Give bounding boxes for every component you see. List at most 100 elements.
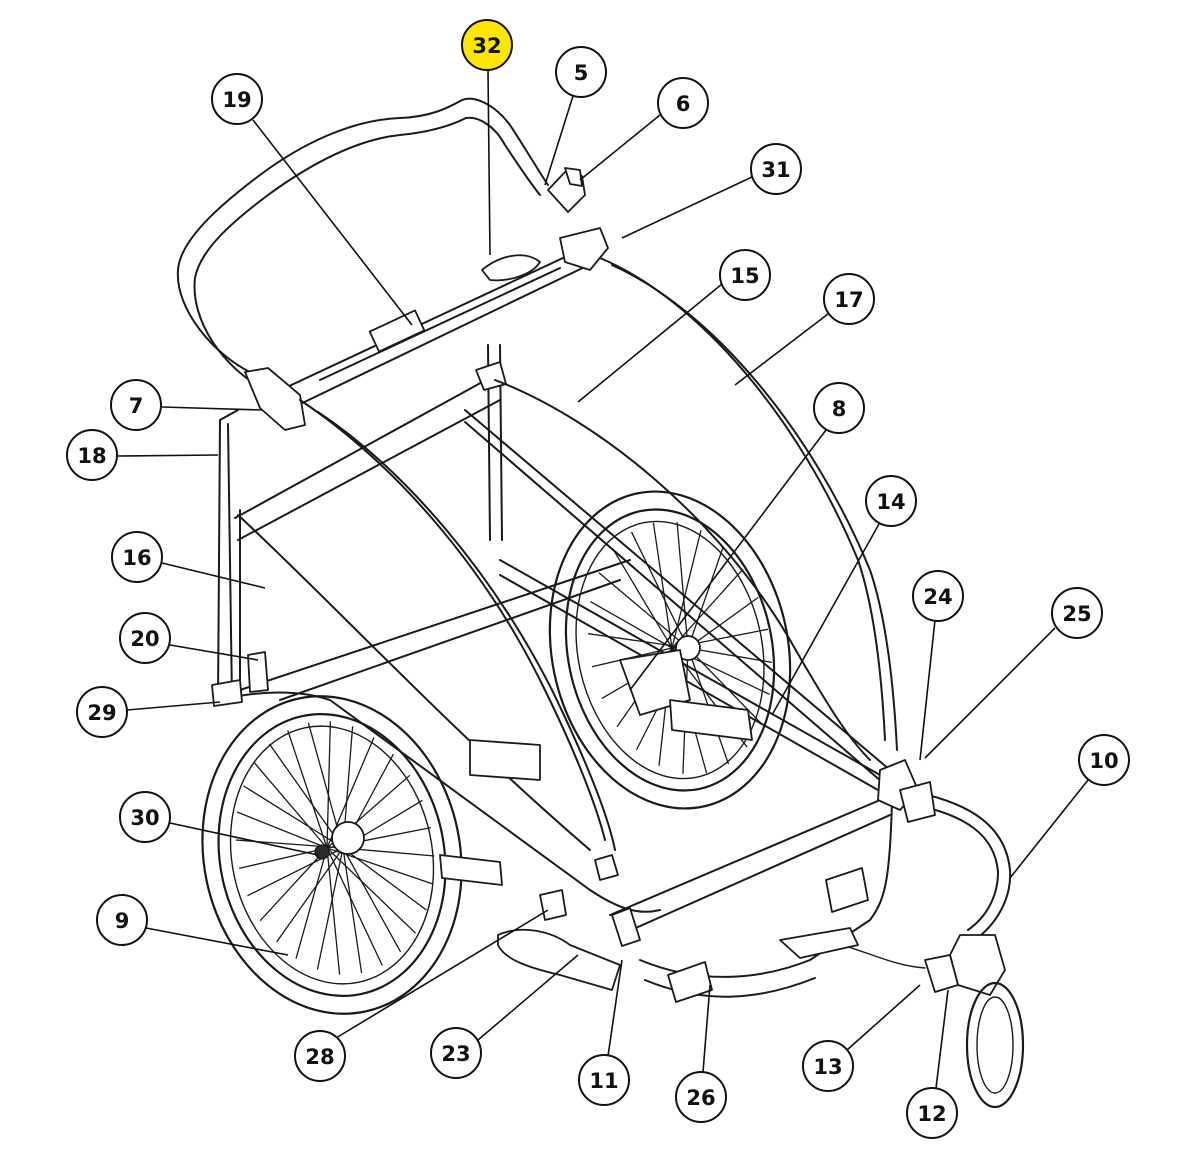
leader-line [935, 989, 949, 1089]
callout-number: 13 [813, 1055, 842, 1079]
leader-line [607, 959, 623, 1057]
callout-number: 28 [305, 1045, 334, 1069]
callout-number: 12 [917, 1102, 946, 1126]
callout-number: 19 [222, 88, 251, 112]
wheel-spoke [287, 730, 328, 849]
callout-circle [675, 1071, 727, 1123]
callout-circle [111, 531, 163, 583]
callout-circle [1051, 587, 1103, 639]
callout-number: 26 [686, 1086, 715, 1110]
callout-number: 8 [832, 397, 847, 421]
callout-circle [76, 686, 128, 738]
leader-line [846, 984, 921, 1051]
callout-24: 24 [912, 570, 964, 761]
leader-line [577, 283, 723, 403]
wheel-spoke [598, 572, 689, 649]
leader-line [734, 313, 829, 386]
callout-number: 31 [761, 158, 790, 182]
leader-line [169, 822, 319, 856]
wheel-spoke [276, 847, 344, 943]
callout-number: 30 [130, 806, 159, 830]
callout-11: 11 [578, 959, 630, 1106]
callout-circle [823, 273, 875, 325]
wheel-spoke [342, 847, 427, 911]
leader-line [161, 562, 266, 589]
leader-line [621, 176, 753, 239]
wheel-spoke [342, 847, 363, 974]
leader-line [702, 984, 711, 1073]
leader-line [145, 927, 289, 956]
leader-line [924, 627, 1056, 759]
callout-number: 24 [923, 585, 952, 609]
wheel-spoke [238, 847, 328, 870]
wheel-spoke [268, 743, 344, 849]
callout-6: 6 [579, 77, 709, 181]
callout-circle [66, 429, 118, 481]
trailer-drawing [176, 97, 1025, 1109]
wheel-spoke [243, 785, 344, 849]
callout-circle [294, 1030, 346, 1082]
callout-17: 17 [734, 273, 875, 386]
leader-line [487, 69, 491, 256]
wheel-spoke [326, 721, 332, 849]
callout-7: 7 [110, 379, 263, 431]
callout-circle [802, 1040, 854, 1092]
wheel-spoke [590, 601, 673, 649]
callout-circle [912, 570, 964, 622]
callout-number: 14 [876, 490, 905, 514]
callout-number: 20 [130, 627, 159, 651]
callout-20: 20 [119, 612, 259, 664]
callout-23: 23 [430, 954, 579, 1079]
callout-circle [813, 382, 865, 434]
wheel-spoke [326, 847, 417, 934]
leader-line [1009, 779, 1089, 879]
callout-25: 25 [924, 587, 1103, 759]
callout-number: 29 [87, 701, 116, 725]
callout-18: 18 [66, 429, 219, 481]
wheel-spoke [676, 522, 689, 649]
wheel-spoke [687, 596, 759, 649]
callout-16: 16 [111, 531, 266, 589]
callout-circle [719, 249, 771, 301]
callout-number: 5 [574, 61, 589, 85]
callout-circle [211, 73, 263, 125]
callout-circle [657, 77, 709, 129]
callout-circle [865, 475, 917, 527]
callout-number: 9 [115, 909, 130, 933]
callout-32: 32 [461, 19, 513, 256]
leader-line [579, 114, 661, 181]
callout-12: 12 [906, 989, 958, 1139]
callout-number: 17 [834, 288, 863, 312]
callout-14: 14 [771, 475, 917, 716]
callout-circle [750, 143, 802, 195]
leader-line [544, 95, 574, 186]
leader-line [477, 954, 579, 1041]
callout-circle [906, 1087, 958, 1139]
callout-circle [96, 894, 148, 946]
callout-13: 13 [802, 984, 921, 1092]
leader-line [161, 406, 263, 411]
wheel-spoke [295, 847, 328, 959]
callout-28: 28 [294, 909, 549, 1082]
callout-9: 9 [96, 894, 289, 956]
callout-number: 6 [676, 92, 691, 116]
leader-line [771, 523, 880, 716]
callout-number: 16 [122, 546, 151, 570]
leader-line [169, 644, 259, 661]
wheel-spoke [326, 847, 341, 975]
wheel-spoke [671, 568, 744, 649]
callout-number: 18 [77, 444, 106, 468]
leader-line [919, 619, 936, 761]
callout-number: 15 [730, 264, 759, 288]
leader-line [252, 119, 413, 326]
callout-19: 19 [211, 73, 413, 326]
callout-number: 23 [441, 1042, 470, 1066]
wheel-spoke [253, 762, 328, 849]
wheel-spoke [316, 847, 344, 970]
callout-26: 26 [675, 984, 727, 1123]
callout-31: 31 [621, 143, 802, 239]
callout-circle [1078, 734, 1130, 786]
leader-line [335, 909, 549, 1039]
